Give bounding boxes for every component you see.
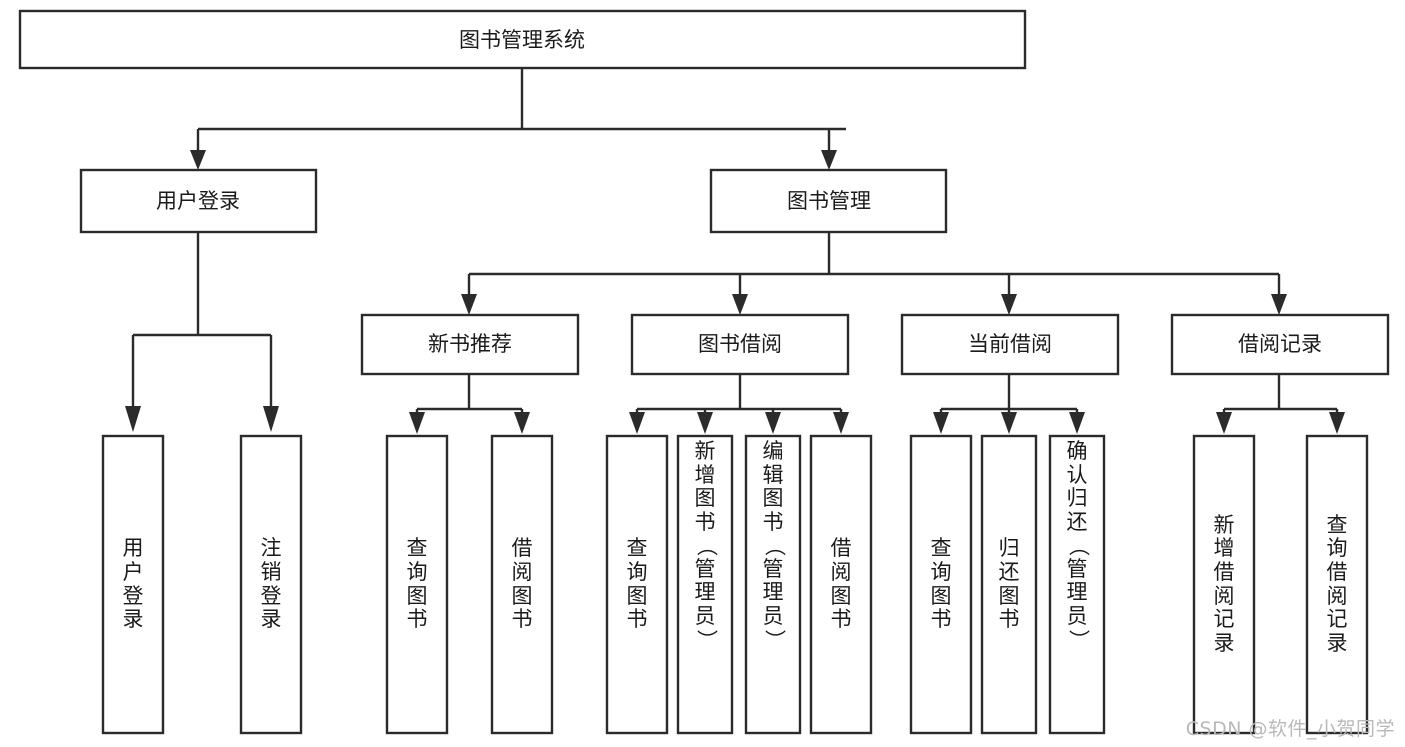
node-borrow-record-label: 借阅记录 xyxy=(1238,332,1322,356)
arrow-to-leaf-confirm-return xyxy=(1069,412,1085,434)
connector-layer xyxy=(125,68,1345,434)
leaf-query-book-b-box[interactable] xyxy=(605,434,669,735)
leaf-confirm-return-box[interactable] xyxy=(1048,434,1106,735)
arrow-to-leaf-borrow-book-a xyxy=(514,412,530,434)
leaf-query-record-box[interactable] xyxy=(1305,434,1369,735)
arrow-to-book-manage xyxy=(821,150,837,170)
node-current-borrow-box[interactable] xyxy=(900,313,1120,376)
leaf-return-book-box[interactable] xyxy=(980,434,1038,735)
csdn-watermark: CSDN @软件_小贺同学 xyxy=(1185,718,1395,740)
arrow-to-new-book xyxy=(461,294,477,315)
node-user-login-label: 用户登录 xyxy=(156,189,240,213)
node-current-borrow-label: 当前借阅 xyxy=(968,332,1052,356)
leaf-logout-box[interactable] xyxy=(239,434,303,735)
node-new-book-label: 新书推荐 xyxy=(428,332,512,356)
arrow-to-leaf-query-book-b xyxy=(629,412,645,434)
arrow-to-borrow-record xyxy=(1271,294,1287,315)
arrow-to-leaf-query-record xyxy=(1329,412,1345,434)
arrow-to-leaf-return-book xyxy=(1001,412,1017,434)
arrow-to-leaf-query-book-c xyxy=(933,412,949,434)
node-root-label: 图书管理系统 xyxy=(459,28,585,52)
leaf-borrow-book-a-box[interactable] xyxy=(490,434,554,735)
arrow-to-leaf-edit-book xyxy=(765,412,781,434)
leaf-query-book-a-box[interactable] xyxy=(385,434,449,735)
arrow-to-leaf-query-book-a xyxy=(409,412,425,434)
leaf-query-book-c-box[interactable] xyxy=(909,434,973,735)
node-book-manage-label: 图书管理 xyxy=(787,189,871,213)
node-user-login-box[interactable] xyxy=(79,168,318,234)
leaf-add-record-box[interactable] xyxy=(1192,434,1256,735)
node-book-borrow-label: 图书借阅 xyxy=(698,332,782,356)
leaf-borrow-book-b-box[interactable] xyxy=(809,434,873,735)
leaf-edit-book-box[interactable] xyxy=(744,434,802,735)
node-borrow-record-box[interactable] xyxy=(1170,313,1390,376)
node-layer xyxy=(18,9,1390,735)
arrow-to-leaf-user-login xyxy=(125,406,141,432)
arrow-to-leaf-logout xyxy=(263,406,279,432)
arrow-to-current-borrow xyxy=(1001,294,1017,315)
arrow-to-book-borrow xyxy=(732,294,748,315)
arrow-to-leaf-add-book xyxy=(697,412,713,434)
node-book-borrow-box[interactable] xyxy=(630,313,850,376)
arrow-to-leaf-borrow-book-b xyxy=(833,412,849,434)
arrow-to-leaf-add-record xyxy=(1216,412,1232,434)
node-book-manage-box[interactable] xyxy=(709,168,948,234)
leaf-add-book-box[interactable] xyxy=(676,434,734,735)
node-new-book-box[interactable] xyxy=(360,313,580,376)
arrow-to-user-login xyxy=(190,150,206,170)
node-root-box[interactable] xyxy=(18,9,1027,70)
horizontal-label-layer: 图书管理系统 用户登录 图书管理 新书推荐 图书借阅 当前借阅 借阅记录 xyxy=(156,28,1322,356)
leaf-user-login-box[interactable] xyxy=(101,434,165,735)
